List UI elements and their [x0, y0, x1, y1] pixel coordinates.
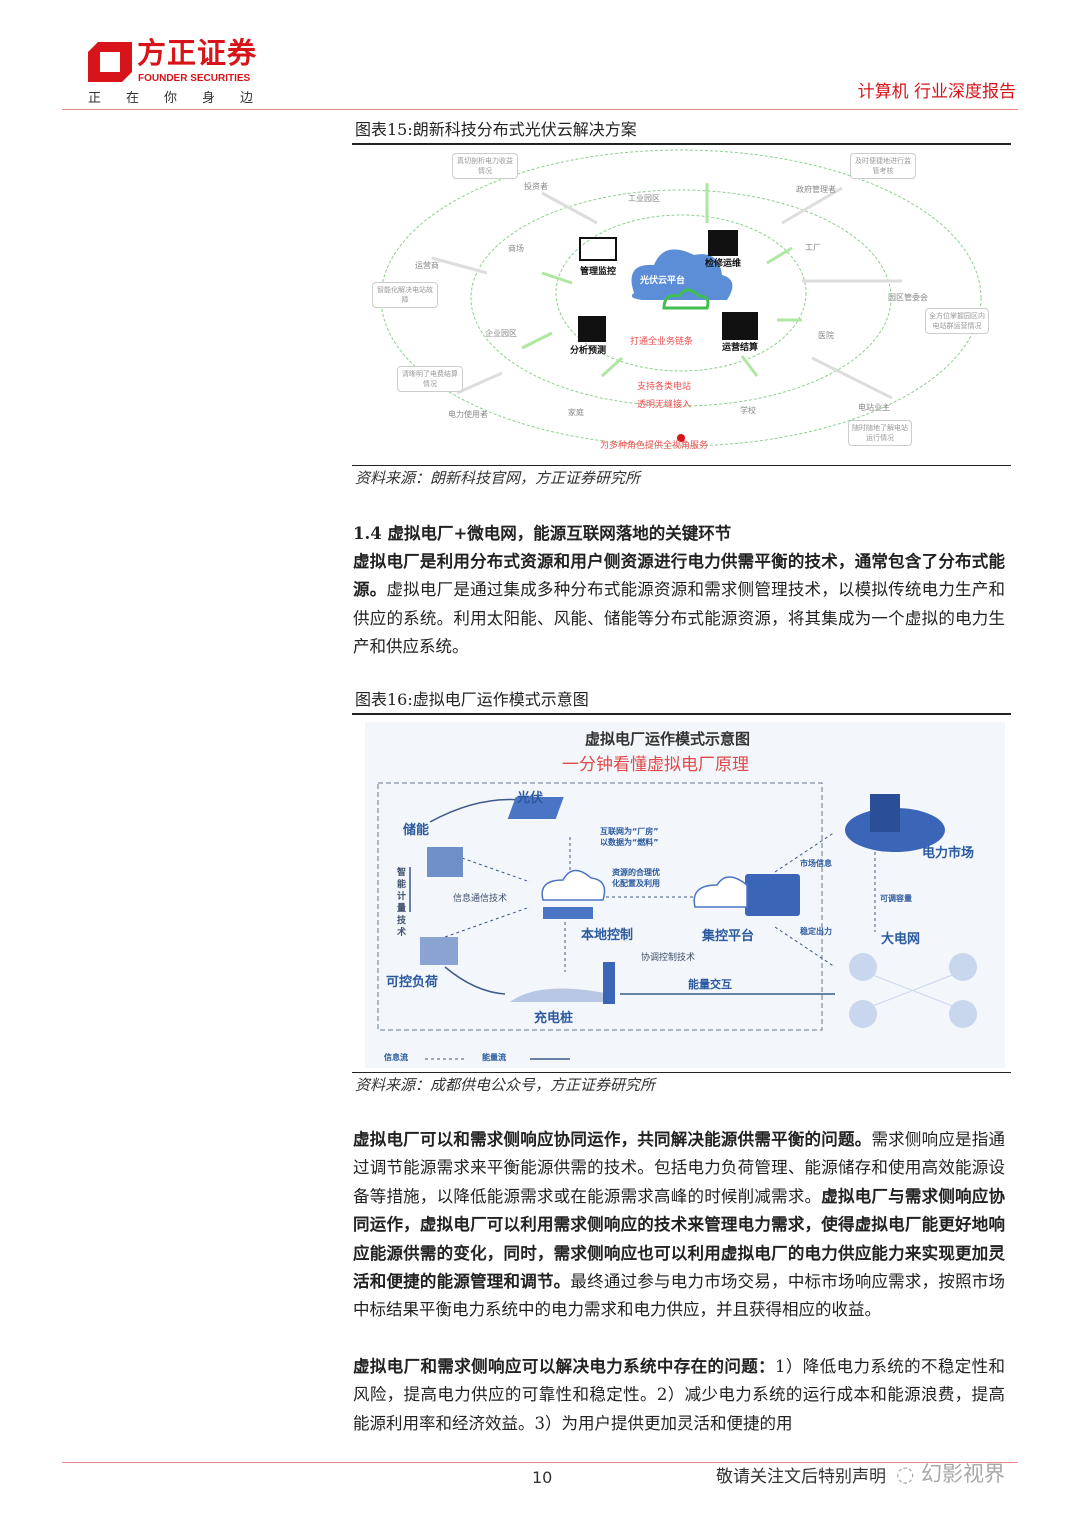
callout-box: 随时随地了解电站运行情况 — [848, 420, 912, 446]
node-label: 电力市场 — [922, 846, 975, 861]
legend-info-flow: 信息流 — [384, 1053, 408, 1062]
footer-divider — [62, 1462, 1018, 1463]
footer-disclaimer: 敬请关注文后特别声明 — [716, 1467, 886, 1487]
header-divider — [62, 109, 1018, 110]
wechat-icon: ◌ — [896, 1462, 921, 1486]
figure16-bottom-rule — [352, 1072, 1011, 1073]
founder-logo-icon — [88, 42, 132, 82]
annotation: 信息通信技术 — [453, 894, 508, 904]
figure16-source: 资料来源：成都供电公众号，方正证券研究所 — [355, 1076, 656, 1094]
highlight-label: 透明无缝接入 — [637, 400, 692, 410]
highlight-label: 打通全业务链条 — [630, 337, 694, 347]
annotation: 以数据为“燃料” — [600, 838, 659, 847]
node-label: 工业园区 — [628, 194, 660, 203]
report-type: 计算机 行业深度报告 — [857, 82, 1016, 102]
figure15-diagram: 真切剖析电力收益情况 投资者 工业园区 政府管理者 及时便捷地进行监管考核 商场… — [372, 148, 990, 458]
figure16-title: 图表16:虚拟电厂运作模式示意图 — [355, 690, 589, 709]
section-heading: 1.4 虚拟电厂+微电网，能源互联网落地的关键环节 — [353, 524, 732, 543]
paragraph-3-text: 1）降低电力系统的不稳定性和风险，提高电力供应的可靠性和稳定性。2）减少电力系统… — [353, 1357, 1006, 1433]
figure16-diagram: 虚拟电厂运作模式示意图 一分钟看懂虚拟电厂原理 光伏 储能 互联网为“厂房” 以… — [365, 722, 1005, 1068]
figure15-top-rule — [352, 143, 1011, 145]
platform-label: 光伏云平台 — [640, 276, 686, 286]
annotation: 稳定出力 — [800, 927, 832, 936]
paragraph-2: 虚拟电厂可以和需求侧响应协同运作，共同解决能源供需平衡的问题。需求侧响应是指通过… — [353, 1126, 1005, 1325]
orbit-rings — [380, 149, 982, 447]
highlight-label: 支持各类电站 — [637, 382, 692, 392]
paragraph-2-bold-2: 虚拟电厂与需求侧响应协同运作，虚拟电厂可以利用需求侧响应的技术来管理电力需求，使… — [353, 1186, 1006, 1292]
node-label: 可控负荷 — [386, 975, 439, 990]
node-label: 运营商 — [415, 261, 439, 270]
annotation: 资源的合理优 — [612, 868, 660, 877]
paragraph-2-text-2: 最终通过参与电力市场交易，中标市场响应需求，按照市场中标结果平衡电力系统中的电力… — [353, 1272, 1006, 1320]
callout-box: 智能化解决电站故障 — [372, 282, 438, 308]
function-label: 运营结算 — [722, 343, 759, 353]
function-label: 检修运维 — [705, 259, 742, 269]
node-label: 学校 — [740, 406, 756, 415]
node-label: 企业园区 — [485, 329, 517, 338]
logo-english: FOUNDER SECURITIES — [138, 73, 251, 84]
callout-box: 真切剖析电力收益情况 — [452, 153, 518, 179]
annotation: 可调容量 — [880, 894, 912, 903]
node-label: 商场 — [508, 244, 524, 253]
logo-chinese: 方正证券 — [137, 36, 258, 70]
paragraph-3-bold: 虚拟电厂和需求侧响应可以解决电力系统中存在的问题： — [353, 1357, 776, 1376]
figure15-title: 图表15:朗新科技分布式光伏云解决方案 — [355, 120, 637, 139]
annotation-vertical: 智能计量技术 — [397, 868, 407, 938]
annotation: 协调控制技术 — [641, 953, 696, 963]
paragraph-2-text-1: 需求侧响应是指通过调节能源需求来平衡能源供需的技术。包括电力负荷管理、能源储存和… — [353, 1130, 1006, 1206]
node-label: 能量交互 — [688, 978, 732, 991]
legend-energy-flow: 能量流 — [482, 1053, 506, 1062]
watermark: ◌ 幻影视界 — [896, 1462, 1005, 1487]
diagram-title: 虚拟电厂运作模式示意图 — [585, 730, 751, 748]
annotation: 化配置及利用 — [612, 879, 660, 888]
page-number: 10 — [532, 1468, 553, 1487]
watermark-text: 幻影视界 — [921, 1462, 1005, 1486]
slogan: 正在你身边 — [88, 91, 279, 106]
node-label: 园区管委会 — [888, 293, 928, 302]
callout-box: 清晰明了电费结算情况 — [397, 366, 463, 392]
paragraph-1: 虚拟电厂是利用分布式资源和用户侧资源进行电力供需平衡的技术，通常包含了分布式能源… — [353, 548, 1005, 662]
node-label: 电站业主 — [858, 403, 890, 412]
node-label: 政府管理者 — [796, 185, 836, 194]
function-label: 管理监控 — [580, 267, 617, 277]
figure15-source: 资料来源：朗新科技官网，方正证券研究所 — [355, 469, 641, 487]
highlight-label: 为多种角色提供全视角服务 — [600, 441, 709, 451]
node-label: 医院 — [818, 331, 834, 340]
node-label: 本地控制 — [581, 928, 634, 943]
diagram-graphics — [377, 782, 977, 1060]
node-label: 储能 — [403, 823, 430, 838]
callout-box: 全方位掌握园区内电站群运营情况 — [925, 308, 989, 334]
node-label: 集控平台 — [702, 929, 755, 944]
node-label: 家庭 — [568, 408, 584, 417]
paragraph-2-bold-1: 虚拟电厂可以和需求侧响应协同运作，共同解决能源供需平衡的问题。 — [353, 1130, 872, 1149]
annotation: 市场信息 — [800, 859, 832, 868]
node-label: 充电桩 — [534, 1011, 574, 1026]
node-label: 工厂 — [805, 243, 821, 252]
paragraph-1-text: 虚拟电厂是通过集成多种分布式能源资源和需求侧管理技术，以模拟传统电力生产和供应的… — [353, 580, 1006, 657]
figure16-top-rule — [352, 713, 1011, 715]
function-label: 分析预测 — [570, 346, 607, 356]
node-label: 大电网 — [881, 932, 921, 947]
node-label: 电力使用者 — [448, 410, 488, 419]
diagram-subtitle: 一分钟看懂虚拟电厂原理 — [562, 755, 749, 775]
paragraph-1-bold: 虚拟电厂是利用分布式资源和用户侧资源进行电力供需平衡的技术，通常包含了分布式能源… — [353, 552, 1005, 600]
annotation: 互联网为“厂房” — [600, 827, 659, 836]
figure15-bottom-rule — [352, 465, 1011, 466]
node-label: 投资者 — [524, 182, 548, 191]
paragraph-3: 虚拟电厂和需求侧响应可以解决电力系统中存在的问题：1）降低电力系统的不稳定性和风… — [353, 1353, 1005, 1438]
node-label: 光伏 — [517, 791, 544, 806]
callout-box: 及时便捷地进行监管考核 — [850, 153, 916, 179]
